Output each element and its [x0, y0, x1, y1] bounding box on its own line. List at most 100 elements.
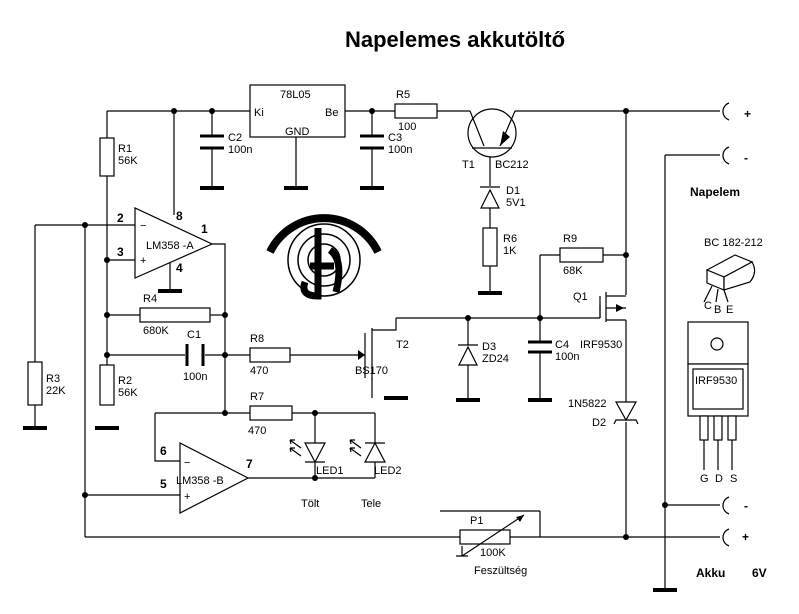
- r6-value: 1K: [503, 245, 517, 257]
- r3-value: 22K: [46, 385, 66, 397]
- capacitor-c3: C3 100n: [360, 132, 412, 156]
- r9-value: 68K: [563, 265, 583, 277]
- r6-ref: R6: [503, 233, 517, 245]
- opamp-b: − + LM358 -B 6 5 7: [160, 442, 253, 514]
- potentiometer-p1: P1 100K Feszültség: [456, 514, 527, 577]
- irf-pin-s: S: [730, 473, 737, 485]
- transistor-q1: Q1 IRF9530: [573, 291, 626, 351]
- battery-minus: -: [744, 499, 748, 513]
- d3-value: ZD24: [482, 353, 509, 365]
- opamp-a-pin-inv: 2: [117, 211, 124, 225]
- r2-value: 56K: [118, 387, 138, 399]
- resistor-r7: R7 470: [248, 391, 293, 437]
- d1-ref: D1: [506, 185, 520, 197]
- opamp-b-pin-inv: 6: [160, 444, 167, 458]
- opamp-b-pin-out: 7: [246, 457, 253, 471]
- r4-ref: R4: [143, 293, 157, 305]
- irf-package: IRF9530 G D S: [687, 321, 749, 485]
- logo: [266, 214, 382, 300]
- r2-ref: R2: [118, 375, 132, 387]
- opamp-a: − + LM358 -A 2 3 1 8 4: [117, 207, 214, 279]
- opamp-a-pin-vcc: 8: [176, 209, 183, 223]
- d2-value: 1N5822: [568, 398, 607, 410]
- p1-caption: Feszültség: [474, 565, 527, 577]
- c2-value: 100n: [228, 144, 252, 156]
- p1-value: 100K: [480, 547, 506, 559]
- c2-ref: C2: [228, 132, 242, 144]
- opamp-a-minus-sign: −: [140, 220, 146, 232]
- battery-voltage: 6V: [752, 566, 767, 580]
- r1-ref: R1: [118, 143, 132, 155]
- c1-value: 100n: [183, 371, 207, 383]
- solar-label: Napelem: [690, 185, 740, 199]
- p1-ref: P1: [470, 515, 483, 527]
- r3-ref: R3: [46, 373, 60, 385]
- resistor-r8: R8 470: [249, 333, 291, 377]
- solar-plus: +: [744, 107, 751, 121]
- d2-ref: D2: [592, 417, 606, 429]
- irf-pin-d: D: [715, 473, 723, 485]
- d3-ref: D3: [482, 341, 496, 353]
- regulator-pin-gnd: GND: [285, 126, 310, 138]
- r8-ref: R8: [250, 333, 264, 345]
- opamp-a-name: LM358 -A: [146, 240, 194, 252]
- resistor-r2: R2 56K: [99, 364, 138, 406]
- r5-ref: R5: [396, 89, 410, 101]
- solar-minus: -: [744, 151, 748, 165]
- opamp-b-pin-noninv: 5: [160, 477, 167, 491]
- regulator-pin-out: Ki: [254, 107, 264, 119]
- transistor-t1: T1 BC212: [462, 108, 529, 171]
- r5-value: 100: [398, 121, 416, 133]
- c3-ref: C3: [388, 132, 402, 144]
- r4-value: 680K: [143, 325, 169, 337]
- resistor-r5: R5 100: [394, 89, 438, 133]
- junction-dots: [82, 108, 668, 540]
- r8-value: 470: [250, 365, 268, 377]
- irf-package-title: IRF9530: [695, 375, 737, 387]
- opamp-a-pin-gnd: 4: [176, 261, 183, 275]
- bc-pin-e: E: [726, 304, 733, 316]
- opamp-b-plus-sign: +: [184, 491, 190, 503]
- t1-ref: T1: [462, 159, 475, 171]
- capacitor-c4: C4 100n: [528, 339, 579, 363]
- ground-symbols: [23, 186, 677, 592]
- r1-value: 56K: [118, 155, 138, 167]
- resistor-r6: R6 1K: [482, 227, 517, 267]
- opamp-b-name: LM358 -B: [176, 475, 224, 487]
- r7-ref: R7: [250, 391, 264, 403]
- regulator-pin-in: Be: [325, 107, 338, 119]
- transistor-t2: T2 BS170: [355, 328, 409, 380]
- bc-package: BC 182-212 C B E: [703, 237, 763, 316]
- bc-package-title: BC 182-212: [704, 237, 763, 249]
- battery-terminals: - + Akku 6V: [696, 496, 767, 580]
- led-1: LED1 Tölt: [289, 439, 344, 510]
- opamp-b-minus-sign: −: [184, 457, 190, 469]
- c4-ref: C4: [555, 339, 569, 351]
- opamp-a-pin-out: 1: [201, 222, 208, 236]
- c3-value: 100n: [388, 144, 412, 156]
- q1-ref: Q1: [573, 291, 588, 303]
- led1-ref: LED1: [316, 465, 344, 477]
- led-2: LED2 Tele: [349, 439, 402, 510]
- d1-value: 5V1: [506, 197, 526, 209]
- led2-ref: LED2: [374, 465, 402, 477]
- diode-d1: D1 5V1: [480, 185, 526, 209]
- bc-pin-c: C: [704, 300, 712, 312]
- c1-ref: C1: [187, 329, 201, 341]
- regulator-78l05: 78L05 Ki Be GND: [249, 84, 346, 138]
- led2-caption: Tele: [361, 498, 381, 510]
- r7-value: 470: [248, 425, 266, 437]
- resistor-r9: R9 68K: [559, 233, 604, 277]
- resistor-r3: R3 22K: [27, 361, 66, 406]
- r9-ref: R9: [563, 233, 577, 245]
- t2-value: BS170: [355, 365, 388, 377]
- diode-d2: 1N5822 D2: [568, 398, 639, 429]
- resistor-r1: R1 56K: [99, 137, 138, 177]
- q1-value: IRF9530: [580, 339, 622, 351]
- c4-value: 100n: [555, 351, 579, 363]
- battery-label: Akku: [696, 566, 725, 580]
- t1-value: BC212: [495, 159, 529, 171]
- opamp-a-plus-sign: +: [140, 255, 146, 267]
- bc-pin-b: B: [714, 304, 721, 316]
